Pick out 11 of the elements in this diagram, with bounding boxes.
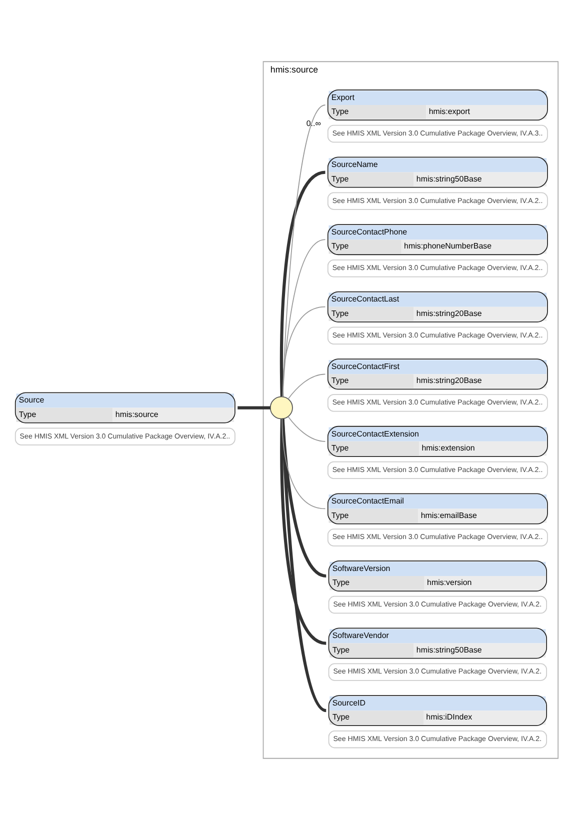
edge-label: 0..∞ [306,118,321,128]
connector [281,418,327,577]
connector [288,416,326,442]
connector [282,104,326,397]
connector [280,170,326,396]
connector [238,406,270,409]
connector [281,418,327,712]
connector [282,418,326,509]
node-circle [270,396,293,419]
connector [288,373,326,399]
connector [280,418,327,644]
